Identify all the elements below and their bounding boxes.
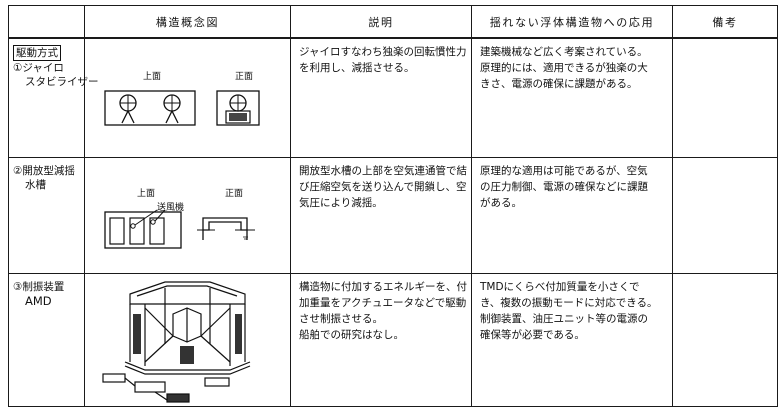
- table-row: 駆動方式 ①ジャイロ スタビライザー 上面 正面: [8, 37, 778, 158]
- method-name: ③制振装置: [13, 281, 65, 293]
- description-line: 気圧により減揺。: [299, 197, 383, 209]
- gyro-wheel-left: [119, 94, 137, 124]
- remarks-cell: [672, 273, 778, 407]
- application-line: 確保等が必要である。: [480, 329, 585, 341]
- description-line: させ制振させる。: [299, 313, 383, 325]
- row-label-cell: 駆動方式 ①ジャイロ スタビライザー: [8, 37, 99, 158]
- header-application: 揺れない浮体構造物への応用: [471, 5, 673, 39]
- method-name: ②開放型減揺: [13, 165, 75, 177]
- description-line: ジャイロすなわち独楽の回転慣性力: [299, 46, 467, 58]
- method-name-cont: 水槽: [25, 179, 46, 191]
- application-line: き、複数の振動モードに対応できる。: [480, 297, 658, 309]
- figure-cell: 上面 正面 送風機: [84, 157, 291, 274]
- description-cell: 構造物に付加するエネルギーを、付 加重量をアクチュエータなどで駆動 させ制振させ…: [290, 273, 472, 407]
- method-name-cont: スタビライザー: [25, 76, 99, 88]
- figure-cell: 上面 正面: [84, 37, 291, 158]
- application-line: 原理的な適用は可能であるが、空気: [480, 165, 648, 177]
- application-line: 建築機械など広く考案されている。: [480, 46, 648, 58]
- amd-device-diagram: [102, 281, 251, 403]
- application-line: きさ、電源の確保に課題がある。: [480, 78, 638, 90]
- gyro-wheel-right: [163, 94, 181, 124]
- method-name: ①ジャイロ: [13, 62, 64, 74]
- table-row: ②開放型減揺 水槽 上面 正面 送風機: [8, 157, 778, 274]
- fig-label-blower: 送風機: [157, 203, 185, 213]
- application-line: の圧力制御、電源の確保などに課題: [480, 181, 648, 193]
- application-line: がある。: [480, 197, 522, 209]
- method-name-cont: AMD: [25, 294, 52, 308]
- description-line: 船舶での研究はなし。: [299, 329, 404, 341]
- fig-label-front-view: 正面: [225, 189, 244, 199]
- description-line: び圧縮空気を送り込んで開鎖し、空: [299, 181, 467, 193]
- gyro-wheel-front: [225, 94, 251, 124]
- comparison-table: 構造概念図 説明 揺れない浮体構造物への応用 備考 駆動方式 ①ジャイロ スタビ…: [8, 5, 778, 407]
- figure-cell: [84, 273, 291, 407]
- application-cell: 建築機械など広く考案されている。 原理的には、適用できるが独楽の大 きさ、電源の…: [471, 37, 673, 158]
- table-row: ③制振装置 AMD: [8, 273, 778, 407]
- application-line: 原理的には、適用できるが独楽の大: [480, 62, 648, 74]
- row-label-cell: ②開放型減揺 水槽: [8, 157, 85, 274]
- application-line: TMDにくらべ付加質量を小さくで: [480, 281, 640, 293]
- application-cell: TMDにくらべ付加質量を小さくで き、複数の振動モードに対応できる。 制御装置、…: [471, 273, 673, 407]
- header-blank: [8, 5, 85, 39]
- gyro-stabilizer-diagram: [104, 90, 260, 126]
- description-line: 加重量をアクチュエータなどで駆動: [299, 297, 467, 309]
- header-concept-figure: 構造概念図: [84, 5, 291, 39]
- fig-label-top-view: 上面: [137, 189, 156, 199]
- application-line: 制御装置、油圧ユニット等の電源の: [480, 313, 648, 325]
- row-label-cell: ③制振装置 AMD: [8, 273, 85, 407]
- section-heading: 駆動方式: [13, 45, 61, 61]
- application-cell: 原理的な適用は可能であるが、空気 の圧力制御、電源の確保などに課題 がある。: [471, 157, 673, 274]
- header-description: 説明: [290, 5, 472, 39]
- remarks-cell: [672, 37, 778, 158]
- remarks-cell: [672, 157, 778, 274]
- description-line: 構造物に付加するエネルギーを、付: [299, 281, 467, 293]
- description-cell: 開放型水槽の上部を空気連通管で結 び圧縮空気を送り込んで開鎖し、空 気圧により減…: [290, 157, 472, 274]
- header-remarks: 備考: [672, 5, 778, 39]
- fig-label-front-view: 正面: [235, 72, 254, 82]
- description-cell: ジャイロすなわち独楽の回転慣性力 を利用し、減揺させる。: [290, 37, 472, 158]
- description-line: 開放型水槽の上部を空気連通管で結: [299, 165, 467, 177]
- anti-rolling-tank-diagram: [104, 209, 255, 249]
- header-row: 構造概念図 説明 揺れない浮体構造物への応用 備考: [8, 5, 778, 39]
- fig-label-top-view: 上面: [143, 72, 162, 82]
- description-line: を利用し、減揺させる。: [299, 62, 415, 74]
